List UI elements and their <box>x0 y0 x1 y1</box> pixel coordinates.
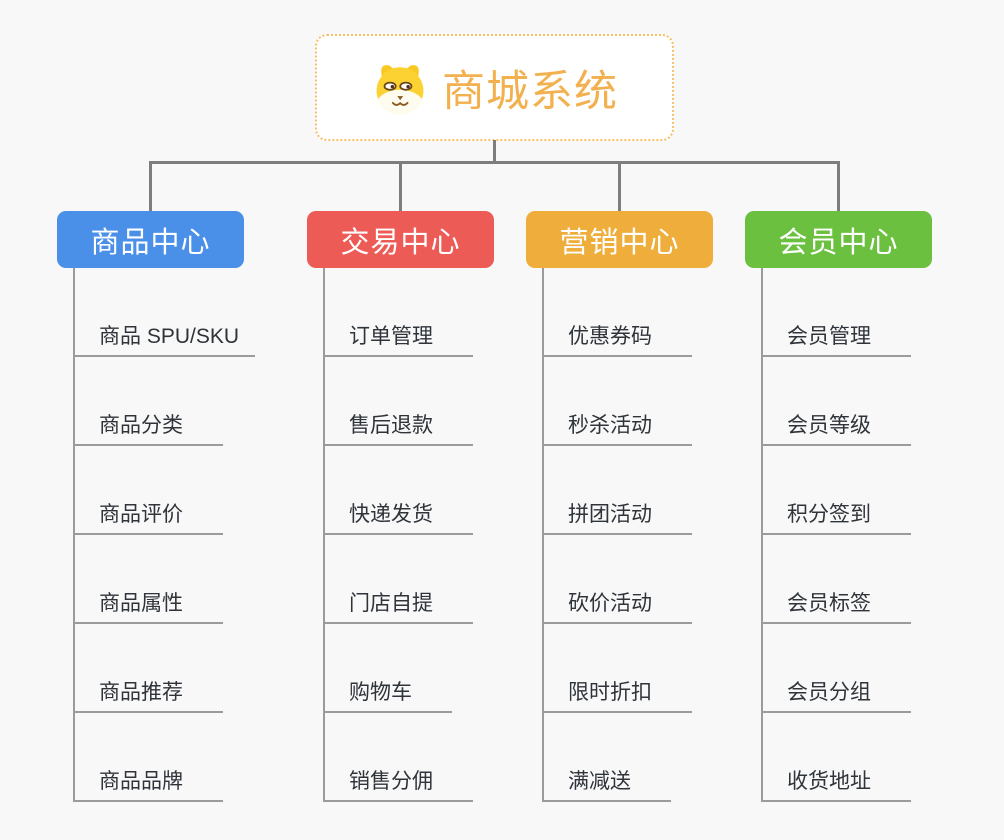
leaf-item[interactable]: 积分签到 <box>761 495 911 535</box>
leaf-item[interactable]: 商品 SPU/SKU <box>73 317 256 357</box>
leaf-item[interactable]: 砍价活动 <box>542 584 692 624</box>
connector-drop-trade-center <box>399 161 402 211</box>
connector-bus <box>149 161 840 164</box>
shiba-dog-icon <box>376 64 424 114</box>
leaf-item[interactable]: 会员管理 <box>761 317 911 357</box>
leaf-item[interactable]: 拼团活动 <box>542 495 692 535</box>
connector-drop-product-center <box>149 161 152 211</box>
connector-spine-product-center <box>73 268 75 802</box>
branch-label: 会员中心 <box>778 226 899 259</box>
leaf-item[interactable]: 会员分组 <box>761 673 911 713</box>
connector-root-drop <box>493 140 496 162</box>
connector-drop-member-center <box>837 161 840 211</box>
leaf-item[interactable]: 限时折扣 <box>542 673 692 713</box>
leaf-item[interactable]: 商品属性 <box>73 584 223 624</box>
branch-node-marketing-center[interactable]: 营销中心 <box>526 211 713 268</box>
root-node[interactable]: 商城系统 <box>315 34 674 141</box>
branch-label: 商品中心 <box>90 226 211 259</box>
leaf-item[interactable]: 售后退款 <box>323 406 473 446</box>
leaf-item[interactable]: 快递发货 <box>323 495 473 535</box>
leaf-item[interactable]: 优惠券码 <box>542 317 692 357</box>
leaf-item[interactable]: 商品推荐 <box>73 673 223 713</box>
leaf-item[interactable]: 购物车 <box>323 673 452 713</box>
leaf-item[interactable]: 销售分佣 <box>323 762 473 802</box>
leaf-item[interactable]: 收货地址 <box>761 762 911 802</box>
connector-spine-member-center <box>761 268 763 802</box>
root-title: 商城系统 <box>442 67 618 116</box>
leaf-item[interactable]: 会员等级 <box>761 406 911 446</box>
branch-node-trade-center[interactable]: 交易中心 <box>307 211 494 268</box>
leaf-item[interactable]: 商品分类 <box>73 406 223 446</box>
leaf-item[interactable]: 秒杀活动 <box>542 406 692 446</box>
leaf-item[interactable]: 满减送 <box>542 762 671 802</box>
branch-label: 营销中心 <box>559 226 680 259</box>
leaf-item[interactable]: 门店自提 <box>323 584 473 624</box>
leaf-item[interactable]: 商品品牌 <box>73 762 223 802</box>
leaf-item[interactable]: 订单管理 <box>323 317 473 357</box>
connector-spine-marketing-center <box>542 268 544 802</box>
connector-spine-trade-center <box>323 268 325 802</box>
leaf-item[interactable]: 商品评价 <box>73 495 223 535</box>
connector-drop-marketing-center <box>618 161 621 211</box>
branch-node-member-center[interactable]: 会员中心 <box>745 211 932 268</box>
branch-node-product-center[interactable]: 商品中心 <box>57 211 244 268</box>
branch-label: 交易中心 <box>340 226 461 259</box>
leaf-item[interactable]: 会员标签 <box>761 584 911 624</box>
